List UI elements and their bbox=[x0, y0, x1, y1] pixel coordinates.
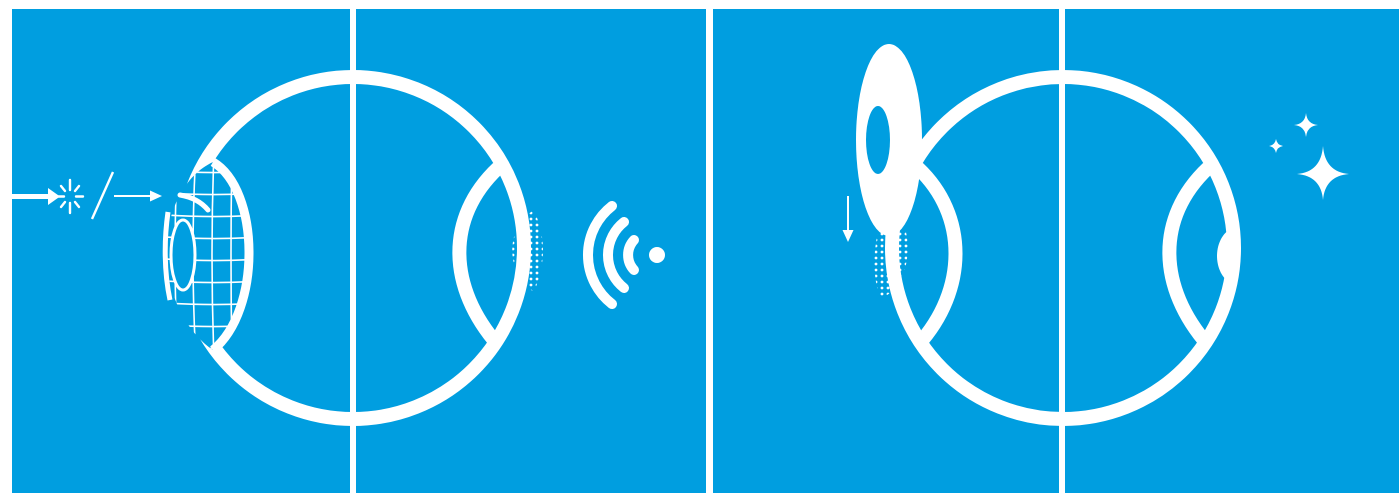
right-panel bbox=[713, 9, 1399, 493]
intraocular-lens-icon bbox=[856, 44, 922, 236]
pupil-icon bbox=[171, 220, 195, 290]
left-panel bbox=[12, 9, 706, 493]
